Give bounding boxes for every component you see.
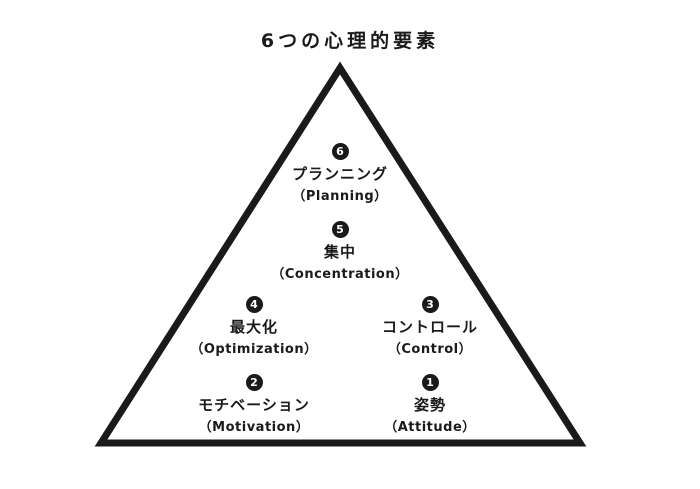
number-badge: 1: [421, 374, 439, 391]
number-badge: 5: [331, 221, 349, 238]
number-badge: 6: [331, 143, 349, 160]
element-control: 3 コントロール （Control）: [330, 293, 530, 357]
pyramid-outline: [94, 61, 587, 447]
element-label-jp: 最大化: [229, 318, 278, 336]
element-label-jp: コントロール: [381, 318, 478, 336]
element-label-jp: 集中: [323, 243, 356, 261]
element-label-en: （Concentration）: [271, 267, 409, 282]
element-label-en: （Optimization）: [190, 342, 318, 357]
number-badge: 3: [421, 296, 439, 313]
element-label-jp: プランニング: [291, 165, 388, 183]
diagram-title: 6つの心理的要素: [260, 30, 440, 52]
element-label-en: （Attitude）: [384, 420, 476, 435]
element-optimization: 4 最大化 （Optimization）: [154, 293, 354, 357]
element-label-en: （Motivation）: [198, 420, 310, 435]
element-planning: 6 プランニング （Planning）: [240, 140, 440, 204]
element-label-jp: 姿勢: [413, 396, 446, 414]
number-badge: 4: [245, 296, 263, 313]
number-badge: 2: [245, 374, 263, 391]
element-concentration: 5 集中 （Concentration）: [240, 218, 440, 282]
element-label-en: （Control）: [387, 342, 473, 357]
element-label-jp: モチベーション: [198, 396, 310, 414]
element-label-en: （Planning）: [292, 189, 388, 204]
element-motivation: 2 モチベーション （Motivation）: [154, 371, 354, 435]
element-attitude: 1 姿勢 （Attitude）: [330, 371, 530, 435]
